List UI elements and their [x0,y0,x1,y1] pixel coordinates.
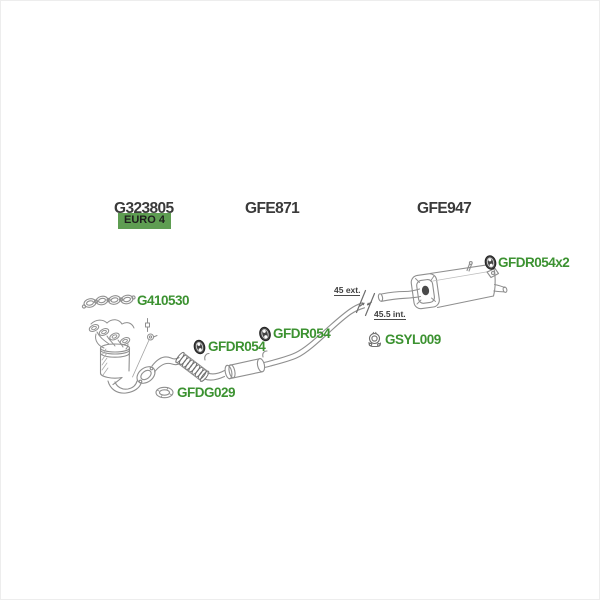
manifold-gasket-drawing [81,294,136,309]
pipe-break-marks [355,289,376,317]
catalytic-converter-drawing [99,343,143,394]
rubber-hanger-icon [193,339,206,355]
pipe-int-diameter-annotation: 45.5 int. [374,309,406,320]
pipe-ext-diameter-annotation: 45 ext. [334,285,361,296]
tail-pipe-drawing [377,288,422,302]
mid-pipe-drawing [269,302,366,367]
part-link-rear-hanger[interactable]: GFDR054x2 [498,255,570,270]
exhaust-manifold-drawing [88,319,135,350]
part-link-mid-hanger[interactable]: GFDR054 [273,326,331,341]
group-title-rear: GFE947 [417,200,472,217]
euro4-badge: EURO 4 [118,213,171,229]
oxygen-sensor-icon [132,318,158,378]
part-link-flange-gasket[interactable]: GFDG029 [177,385,236,400]
group-title-front: G323805 [114,200,174,217]
group-title-middle: GFE871 [245,200,300,217]
part-link-clamp[interactable]: GSYL009 [385,332,441,347]
pipe-clamp-icon [368,331,382,348]
part-link-front-hanger[interactable]: GFDR054 [208,339,266,354]
part-link-manifold-gasket[interactable]: G410530 [137,293,190,308]
flex-pipe-drawing [175,351,210,383]
rubber-hanger-icon [259,326,271,342]
rear-muffler-drawing [410,261,508,310]
rubber-hanger-icon [484,255,497,270]
front-pipe-drawing [151,356,181,373]
center-resonator-drawing [224,358,272,380]
gasket-ring-icon [155,386,174,399]
intermediate-pipe-drawing [203,350,268,381]
downpipe-flange-drawing [136,366,156,384]
